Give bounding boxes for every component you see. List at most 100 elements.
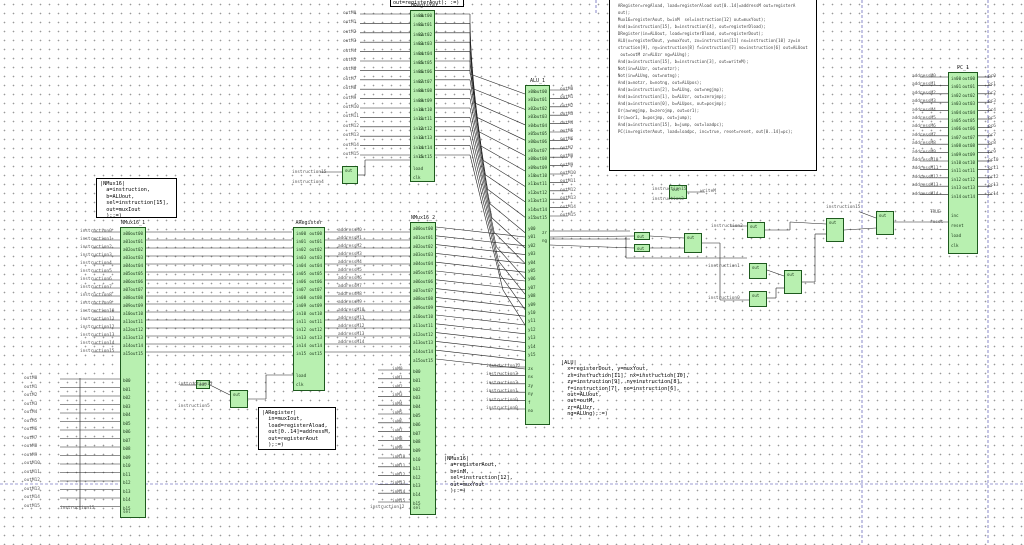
wire (435, 279, 526, 291)
signal-label: inM1 (392, 375, 403, 381)
nmux16-chip-2-title: NMux16_2 (411, 215, 436, 221)
signal-label: instruction3 (652, 197, 684, 202)
pin-label: out10 (534, 173, 547, 178)
wire (469, 98, 491, 204)
signal-label: outM6 (343, 67, 357, 73)
signal-label: outM0 (560, 87, 574, 92)
wire (843, 227, 877, 231)
pin-label: y02 (528, 242, 536, 248)
signal-label: inM0 (392, 367, 403, 372)
pin-label: out03 (130, 255, 143, 260)
not-gate-ng-label: out (637, 246, 645, 251)
pin-label: in10 (951, 160, 962, 165)
and-gate-neg[interactable]: out (747, 222, 765, 238)
pin-label: y14 (528, 343, 536, 349)
pin-label: in03 (413, 41, 424, 47)
pin-label: out06 (534, 139, 547, 145)
signal-label: addressM12 (338, 324, 365, 329)
not-gate-ng[interactable]: out (634, 244, 650, 252)
and-gate-writem[interactable]: out (669, 185, 687, 199)
pin-label: out15 (309, 351, 322, 356)
signal-label: addressM11 (338, 316, 365, 321)
pin-label: a15 (413, 358, 421, 363)
signal-label: pc6 (988, 124, 996, 130)
pin-label: a02 (413, 243, 421, 249)
pin-label: out05 (309, 271, 322, 276)
pin-label: a10 (413, 314, 421, 319)
and-gate-areg-load[interactable]: out (230, 390, 248, 408)
not-gate-instr15[interactable]: out (196, 380, 210, 389)
pin-label: y03 (528, 251, 536, 257)
signal-label: inM15 (392, 499, 406, 504)
and-gate-pos[interactable]: out (684, 233, 702, 253)
pin-label: out05 (419, 60, 432, 65)
top-header: out=registerAout); :=) (390, 0, 464, 7)
pin-label: out00 (419, 13, 432, 18)
and-gate-loadpc[interactable]: out (876, 211, 894, 235)
signal-label: addressM0 (338, 228, 362, 233)
pin-label: y12 (528, 326, 536, 332)
pin-label: out12 (962, 176, 975, 182)
signal-label: instruction1 (708, 264, 740, 269)
signal-label: outM4 (560, 120, 574, 126)
and-gate-zero-label: out (752, 265, 760, 270)
pin-label: a07 (123, 287, 131, 292)
signal-label: outM12 (24, 478, 40, 483)
signal-label: inM13 (392, 481, 406, 487)
pin-label: out01 (130, 239, 143, 244)
wire (435, 349, 526, 361)
not-gate-zr[interactable]: out (634, 232, 650, 240)
pin-label: x09 (528, 164, 536, 170)
pin-label: in00 (413, 13, 424, 18)
or-gate-2[interactable]: out (826, 218, 844, 242)
signal-label: outM7 (560, 145, 574, 151)
signal-label: addressM3 (912, 99, 936, 105)
wire (435, 297, 526, 308)
and-gate-posjmp-label: out (752, 293, 760, 298)
pin-label: out03 (962, 101, 975, 107)
pin-label: in14 (413, 144, 424, 150)
pin-label: b13 (413, 483, 421, 489)
wire (500, 275, 526, 310)
signal-label: pc5 (988, 116, 996, 121)
signal-label: outM10 (343, 105, 359, 110)
signal-label: instruction0 (486, 406, 518, 411)
pin-label: in02 (951, 92, 962, 98)
and-gate-dreg-load[interactable]: out (342, 166, 358, 184)
pin-label: out12 (309, 327, 322, 332)
nmux16-note: |NMux16| a=instruction, b=ALUout, sel=in… (96, 178, 177, 219)
or-gate-1[interactable]: out (784, 270, 802, 294)
wire (487, 188, 526, 218)
pin-label: out08 (534, 156, 547, 162)
pin-label: y01 (528, 234, 536, 240)
and-gate-posjmp[interactable]: out (749, 291, 767, 307)
pin-label: b11 (413, 465, 421, 471)
pin-label: out01 (309, 239, 322, 244)
pin-label: y06 (528, 276, 536, 282)
signal-label: instruction9 (80, 301, 112, 306)
pin-label: in00 (296, 231, 307, 236)
signal-label: outM15 (560, 213, 576, 218)
pin-label: in06 (413, 69, 424, 75)
pin-label: in05 (951, 118, 962, 123)
pin-label: out09 (419, 97, 432, 103)
pin-label: x02 (528, 105, 536, 111)
and-gate-zero[interactable]: out (749, 263, 767, 279)
pin-label: out09 (962, 151, 975, 157)
pin-label: in00 (951, 76, 962, 81)
signal-label: instruction7 (80, 285, 112, 290)
nmux16-chip-1-title: NMux16_1 (121, 220, 146, 226)
signal-label: addressM12 (912, 174, 939, 180)
and-gate-dreg-load-label: out (345, 168, 353, 173)
pin-label: a03 (123, 255, 131, 260)
signal-label: outM7 (343, 76, 357, 82)
signal-label: outM12 (343, 123, 359, 129)
signal-label: instruction1 (80, 237, 112, 242)
